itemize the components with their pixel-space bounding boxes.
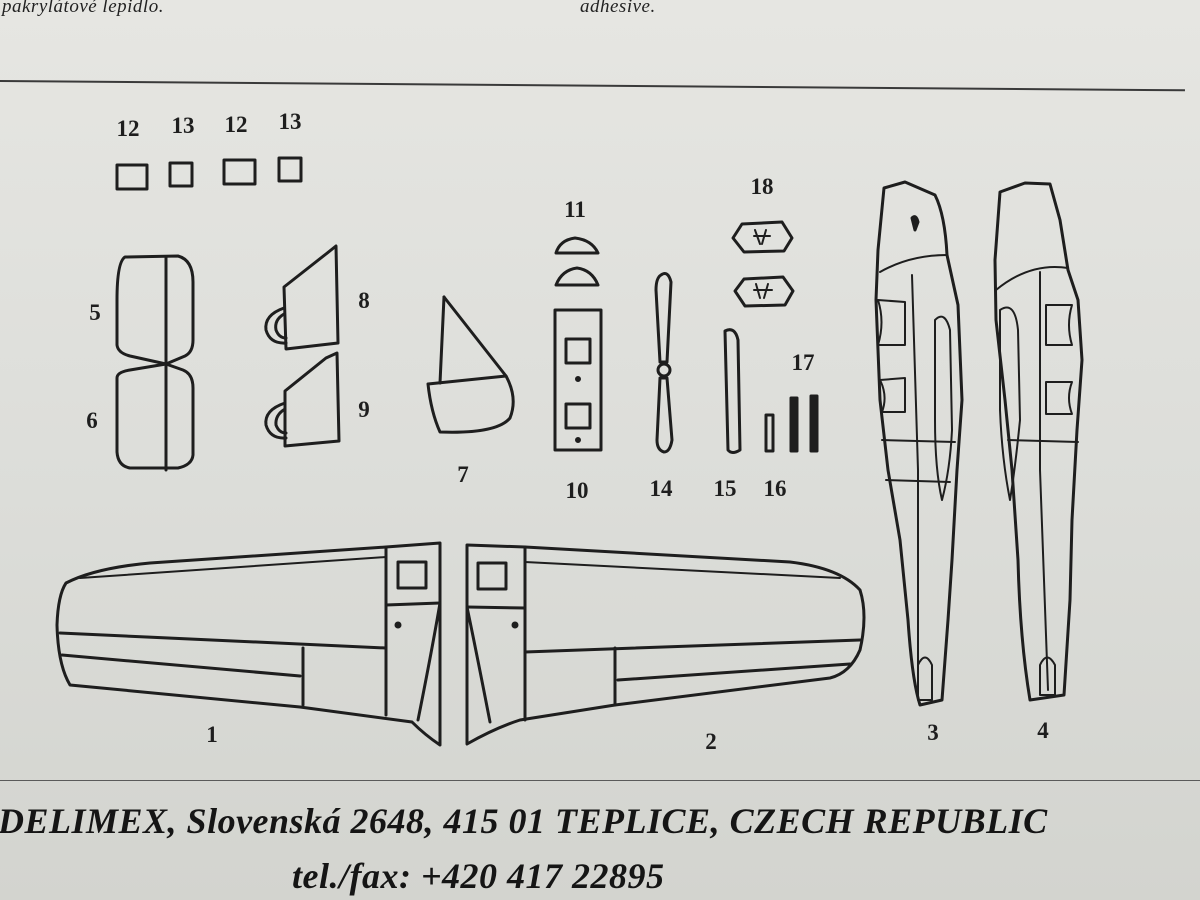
label-13a: 13 — [171, 113, 195, 138]
part-5-6-canopy — [115, 254, 195, 472]
part-18 — [731, 220, 795, 308]
label-2: 2 — [705, 729, 717, 754]
part-16-17 — [764, 394, 819, 453]
part-11 — [554, 236, 600, 287]
label-12b: 12 — [224, 112, 248, 137]
label-10: 10 — [565, 478, 589, 503]
label-15: 15 — [713, 476, 737, 501]
part-7 — [426, 295, 515, 434]
frame-bottom-line — [0, 780, 1200, 781]
label-16: 16 — [763, 476, 787, 501]
part-1-wing — [55, 541, 442, 747]
part-9 — [264, 351, 341, 448]
part-4-fuselage — [993, 181, 1084, 702]
label-13b: 13 — [278, 109, 302, 134]
label-17: 17 — [791, 350, 815, 375]
part-2-wing — [465, 543, 866, 746]
footer-address: DELIMEX, Slovenská 2648, 415 01 TEPLICE,… — [0, 801, 1048, 841]
part-10 — [553, 308, 603, 452]
header-left-text: pakrylátové lepidlo. — [2, 0, 164, 17]
label-6: 6 — [86, 408, 98, 433]
label-3: 3 — [927, 720, 939, 745]
label-9: 9 — [358, 397, 370, 422]
label-18: 18 — [750, 174, 774, 199]
label-8: 8 — [358, 288, 370, 313]
label-7: 7 — [457, 462, 469, 487]
footer-phone: tel./fax: +420 417 22895 — [292, 856, 665, 896]
part-8 — [264, 244, 340, 351]
part-14-propeller — [654, 272, 674, 454]
part-12-13-squares — [115, 156, 303, 191]
label-1: 1 — [206, 722, 218, 747]
label-12a: 12 — [116, 116, 140, 141]
label-4: 4 — [1037, 718, 1049, 743]
part-15 — [723, 328, 742, 454]
label-14: 14 — [649, 476, 673, 501]
header-right-text: adhesive. — [580, 0, 656, 17]
label-5: 5 — [89, 300, 101, 325]
label-11: 11 — [564, 197, 586, 222]
part-3-fuselage — [874, 180, 964, 707]
